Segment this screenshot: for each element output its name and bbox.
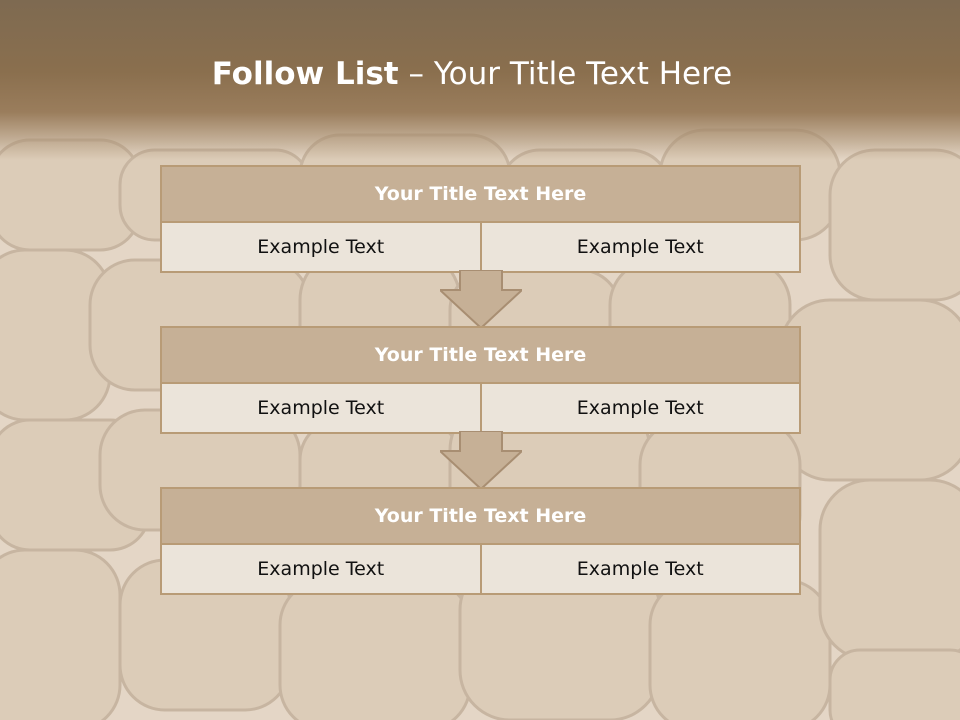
block-cell-right: Example Text — [479, 384, 800, 432]
block-cell-left: Example Text — [257, 558, 385, 580]
block-row: Example Text Example Text — [162, 223, 799, 271]
slide-title: Follow List – Your Title Text Here — [0, 56, 944, 92]
title-rest-part: – Your Title Text Here — [398, 56, 733, 92]
block-cell-left: Example Text — [257, 397, 385, 419]
block-cell-right: Example Text — [479, 545, 800, 593]
block-cell-left: Example Text — [257, 236, 385, 258]
block-title: Your Title Text Here — [162, 489, 799, 545]
block-row: Example Text Example Text — [162, 545, 799, 593]
block-title: Your Title Text Here — [162, 328, 799, 384]
block-title: Your Title Text Here — [162, 167, 799, 223]
title-bold-part: Follow List — [211, 56, 399, 92]
down-arrow-icon — [440, 431, 522, 489]
block-cell-right: Example Text — [479, 223, 800, 271]
block-row: Example Text Example Text — [162, 384, 799, 432]
list-block-2: Your Title Text Here Example Text Exampl… — [160, 326, 801, 434]
header-band — [0, 0, 960, 160]
down-arrow-icon — [440, 270, 522, 328]
list-block-1: Your Title Text Here Example Text Exampl… — [160, 165, 801, 273]
list-block-3: Your Title Text Here Example Text Exampl… — [160, 487, 801, 595]
